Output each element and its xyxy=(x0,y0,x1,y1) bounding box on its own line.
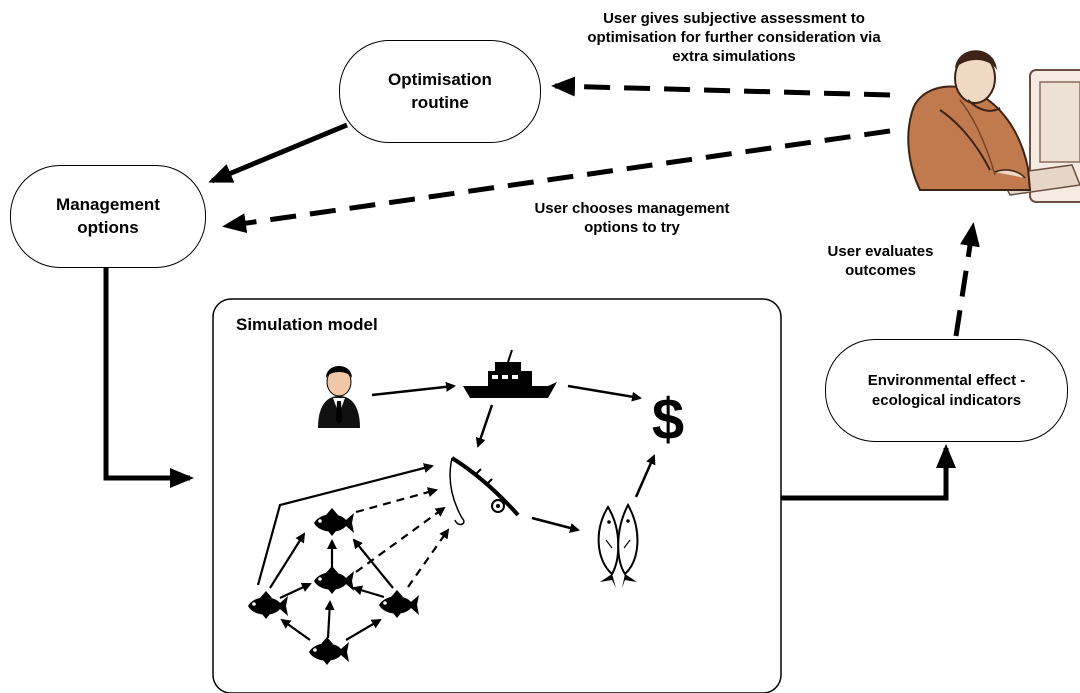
arrow-simulation-to-environment xyxy=(781,444,956,501)
arrow-fish-interaction xyxy=(269,532,306,589)
arrow-catch-to-dollar xyxy=(634,454,656,498)
management-options-node: Management options xyxy=(10,165,206,268)
arrow-boat-to-dollar xyxy=(567,384,642,402)
arrow-rod-to-catch xyxy=(531,516,580,533)
arrow-management-to-simulation xyxy=(103,268,194,488)
arrow-fish-interaction xyxy=(280,618,311,641)
user-chooses-annotation: User chooses management options to try xyxy=(534,200,730,236)
arrow-fish-interaction xyxy=(279,582,312,599)
dollar-icon: $ xyxy=(652,387,684,452)
arrow-manager-to-boat xyxy=(371,381,456,397)
user-at-computer-icon xyxy=(907,50,1080,203)
manager-person-icon xyxy=(318,366,360,428)
subjective-assessment-annotation: User gives subjective assessment to opti… xyxy=(587,10,881,65)
arrow-user-to-optimisation xyxy=(551,76,891,98)
arrow-evaluation-to-user xyxy=(953,222,980,337)
caught-fish-icon xyxy=(597,502,639,588)
fishing-rod-icon xyxy=(449,456,520,526)
environmental-effect-node: Environmental effect - ecological indica… xyxy=(825,339,1068,442)
arrow-user-to-management xyxy=(222,128,891,234)
management-options-label: Management options xyxy=(56,195,160,237)
fishing-boat-icon xyxy=(463,349,557,398)
environmental-effect-label: Environmental effect - ecological indica… xyxy=(867,372,1026,409)
arrow-fish-to-rod xyxy=(407,528,450,588)
simulation-model-title: Simulation model xyxy=(236,315,378,334)
arrow-fish-interaction xyxy=(352,585,385,599)
arrow-fish-to-rod xyxy=(256,463,434,586)
arrow-fish-interaction xyxy=(324,600,335,639)
user-evaluates-annotation: User evaluates outcomes xyxy=(827,243,934,279)
arrow-boat-to-rod xyxy=(475,404,494,448)
optimisation-routine-label: Optimisation routine xyxy=(388,70,492,112)
arrow-fish-interaction xyxy=(352,538,394,589)
arrow-optimisation-to-management xyxy=(208,122,348,184)
optimisation-routine-node: Optimisation routine xyxy=(339,40,541,143)
arrow-fish-interaction xyxy=(345,618,382,641)
